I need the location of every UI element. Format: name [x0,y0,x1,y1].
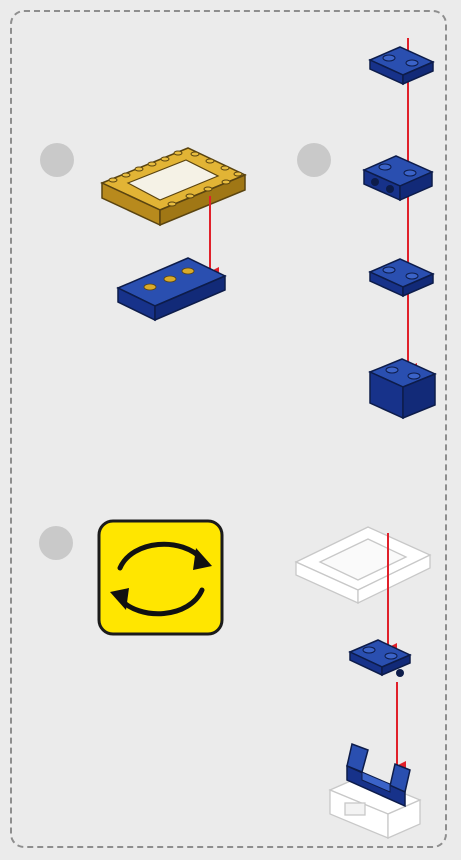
step-number-badge-2 [297,143,331,177]
blue-technic-brick-1x2 [362,155,434,202]
step-number-badge-1 [40,143,74,177]
blue-brick-1x2 [368,358,437,420]
blue-plate-1x2-b [368,258,435,298]
step-number-badge-3 [39,526,73,560]
instruction-panel-border [10,10,447,848]
ghost-frame-outline [294,526,432,605]
ghost-white-base [328,775,422,839]
blue-hinge-plate [348,639,412,677]
blue-tile-with-studs [116,257,227,322]
yellow-frame-brick [100,147,247,227]
blue-plate-1x2-a [368,46,435,86]
blue-hinge-brick [346,742,411,808]
rotate-model-icon [97,519,224,636]
